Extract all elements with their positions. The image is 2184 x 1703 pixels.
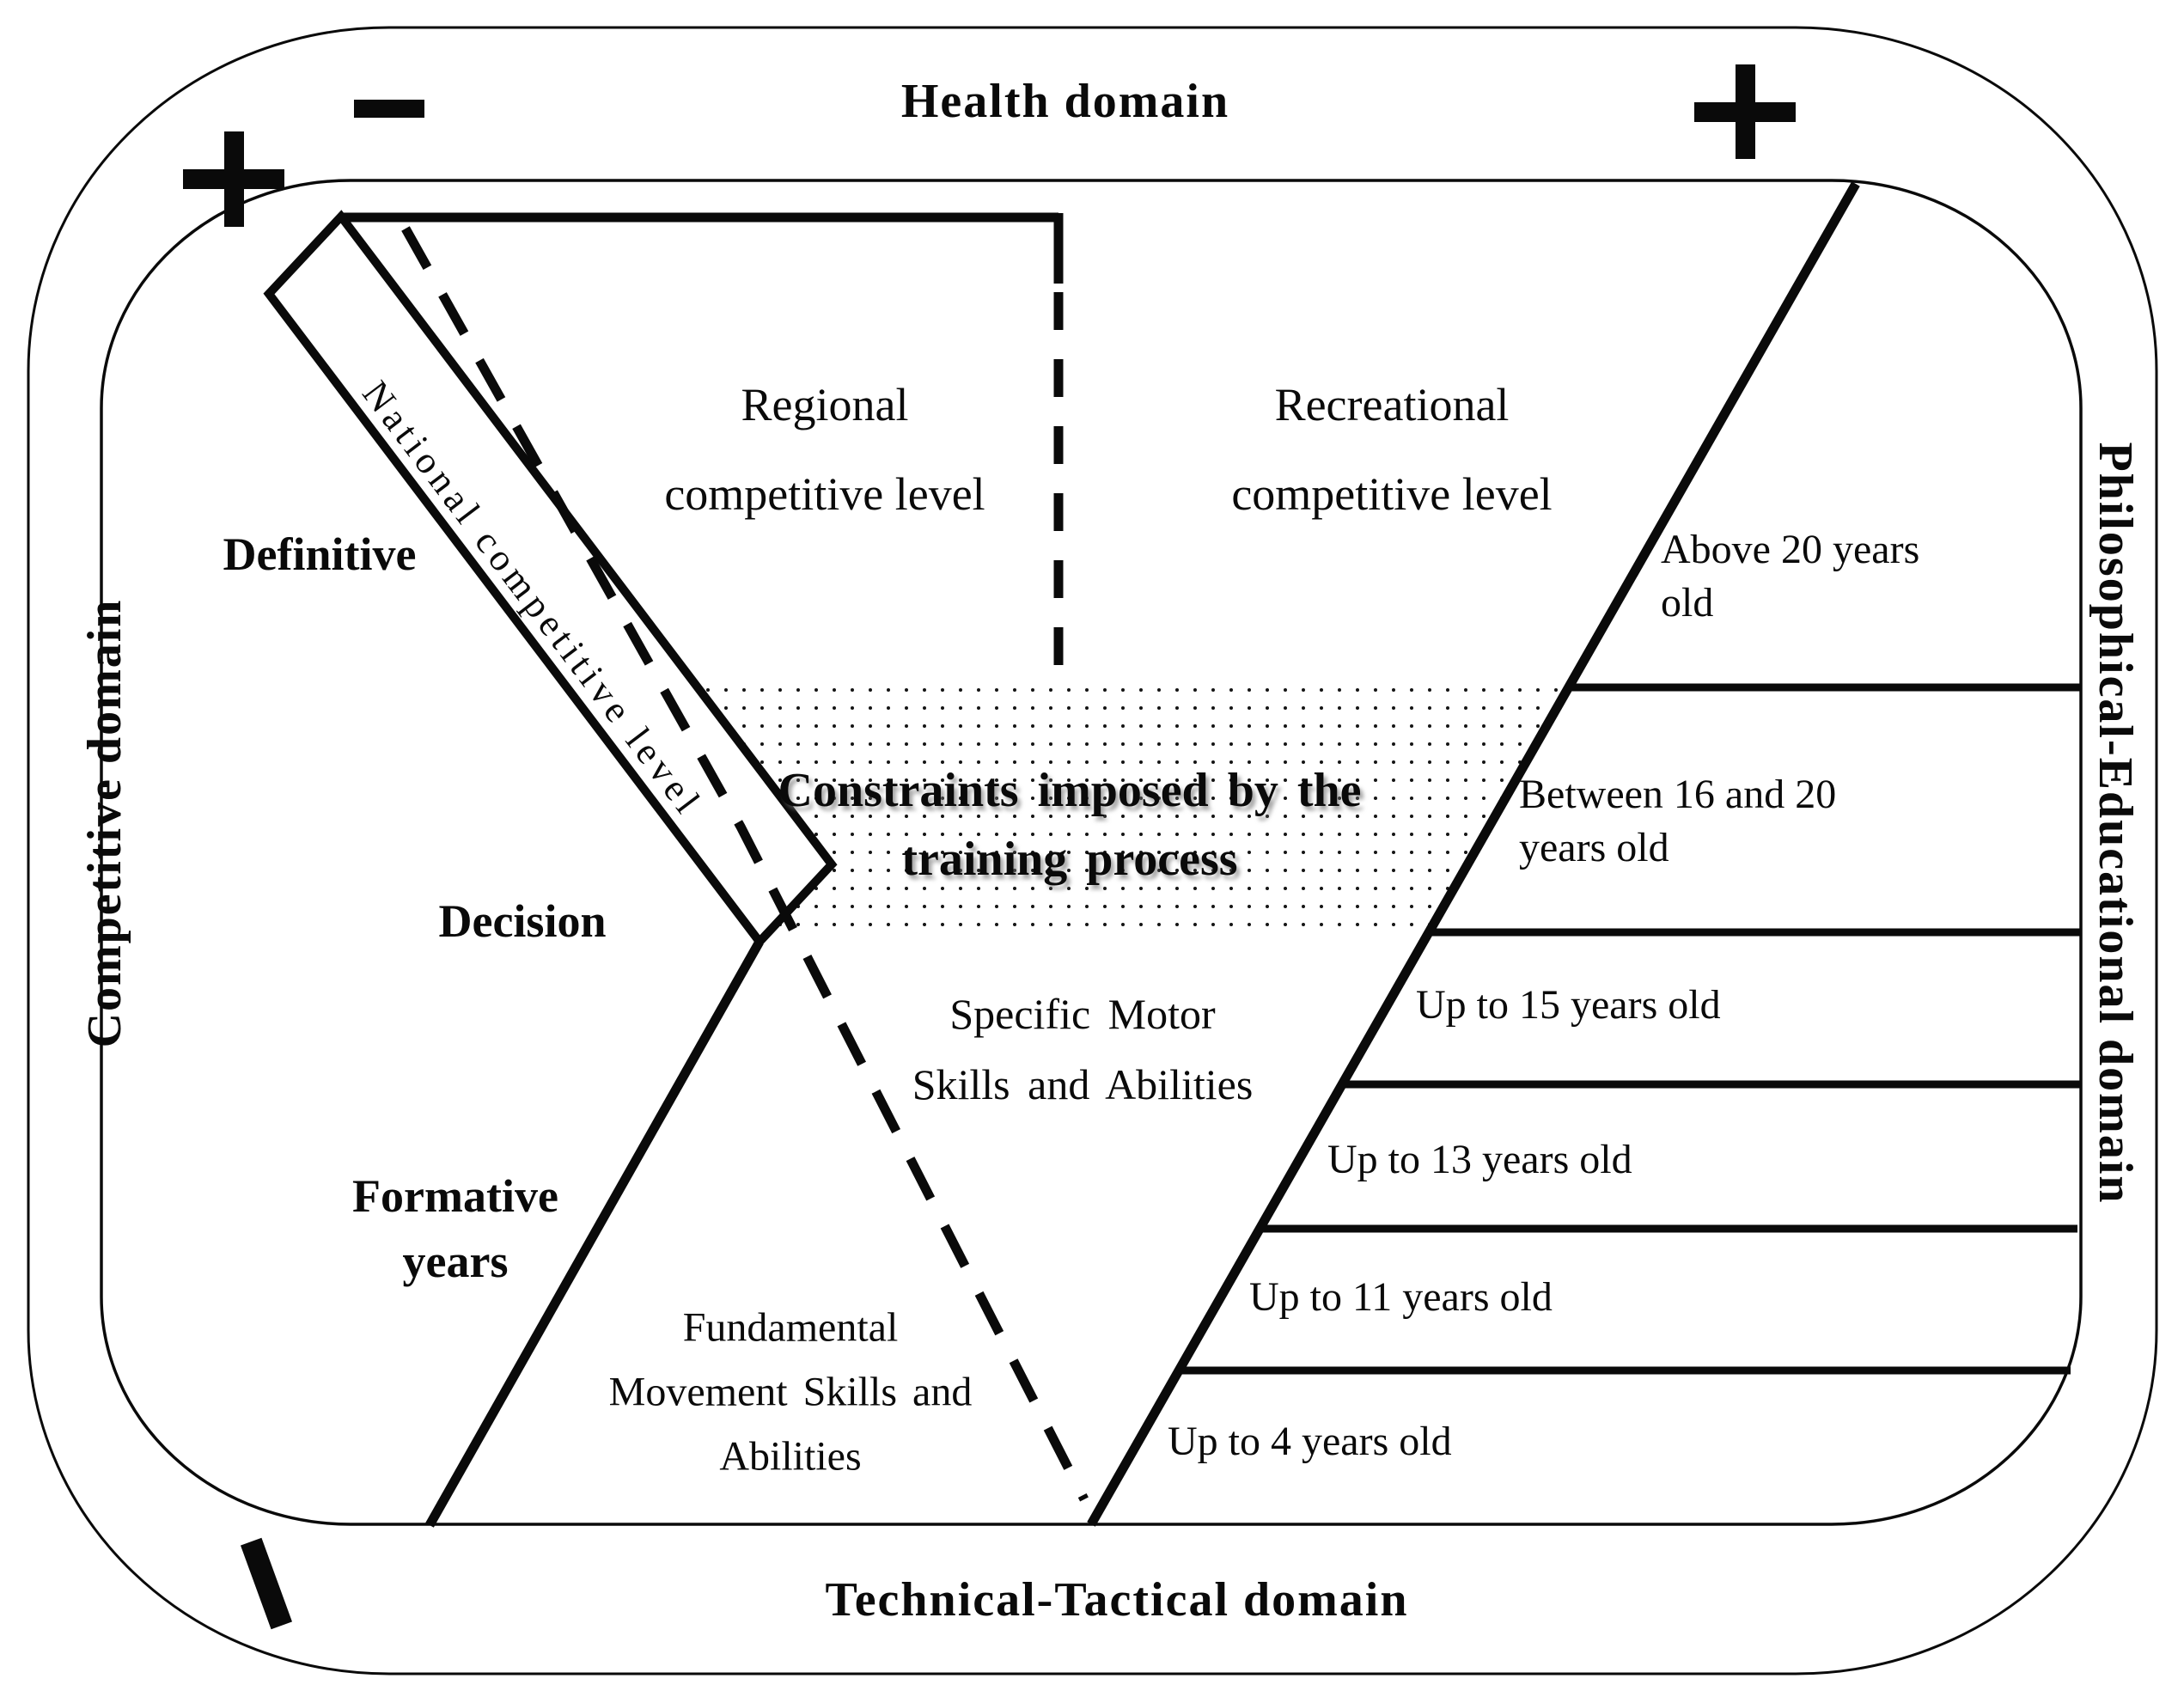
regional-line1: Regional	[741, 379, 909, 430]
age-band-line: Up to 11 years old	[1249, 1274, 1553, 1320]
pathway-dashed-diagonal	[401, 226, 1089, 1502]
fundamental-line1: Fundamental	[682, 1304, 899, 1351]
minus-icon	[354, 100, 424, 118]
specific-motor-skills-label: Specific Motor Skills and Abilities	[912, 979, 1254, 1120]
fundamental-movement-skills-label: Fundamental Movement Skills and Abilitie…	[609, 1296, 973, 1489]
regional-line2: competitive level	[664, 468, 985, 520]
age-band-label-up-to-11: Up to 11 years old	[1249, 1271, 1553, 1324]
constraints-label: Constraints imposed by the training proc…	[778, 756, 1362, 894]
age-band-line: old	[1661, 580, 1714, 626]
formative-boundary-diagonal	[425, 939, 764, 1528]
recreational-competitive-level-label: Recreational competitive level	[1231, 360, 1552, 539]
formative-years-label: Formative years	[352, 1163, 558, 1294]
plus-icon	[183, 131, 284, 227]
recreational-line1: Recreational	[1274, 379, 1510, 430]
competitive-domain-label: Competitive domain	[78, 598, 131, 1048]
age-band-label-up-to-15: Up to 15 years old	[1416, 979, 1721, 1032]
age-band-line: Up to 13 years old	[1327, 1137, 1632, 1182]
formative-line2: years	[402, 1236, 509, 1287]
age-band-label-above-20: Above 20 years old	[1661, 523, 1919, 630]
fundamental-line3: Abilities	[719, 1433, 862, 1480]
health-domain-label: Health domain	[900, 75, 1230, 128]
age-band-line: Between 16 and 20	[1519, 772, 1837, 817]
decision-stage-label: Decision	[438, 895, 607, 947]
age-band-line: years old	[1519, 825, 1669, 870]
regional-competitive-level-label: Regional competitive level	[664, 360, 985, 539]
constraints-line2: training process	[901, 833, 1238, 886]
age-boundary-diagonal	[1087, 181, 1860, 1527]
fundamental-line2: Movement Skills and	[608, 1369, 973, 1415]
age-band-line: Above 20 years	[1661, 527, 1920, 572]
age-band-label-up-to-13: Up to 13 years old	[1327, 1133, 1632, 1187]
specific-line2: Skills and Abilities	[912, 1060, 1254, 1108]
philosophical-educational-domain-label: Philosophical-Educational domain	[2089, 442, 2142, 1205]
technical-tactical-domain-label: Technical-Tactical domain	[825, 1573, 1409, 1627]
outer-boundary	[27, 26, 2158, 1676]
age-band-line: Up to 15 years old	[1416, 982, 1721, 1028]
plus-icon-bar	[223, 131, 244, 227]
formative-line1: Formative	[352, 1170, 558, 1222]
recreational-line2: competitive level	[1231, 468, 1553, 520]
specific-line1: Specific Motor	[949, 990, 1216, 1038]
plus-icon	[1694, 64, 1796, 159]
plus-icon-bar	[1735, 64, 1755, 159]
age-band-label-up-to-4: Up to 4 years old	[1168, 1415, 1452, 1468]
age-band-line: Up to 4 years old	[1168, 1419, 1452, 1464]
age-band-label-16-20: Between 16 and 20 years old	[1519, 768, 1836, 875]
constraints-line1: Constraints imposed by the	[778, 764, 1362, 817]
definitive-stage-label: Definitive	[223, 528, 417, 580]
